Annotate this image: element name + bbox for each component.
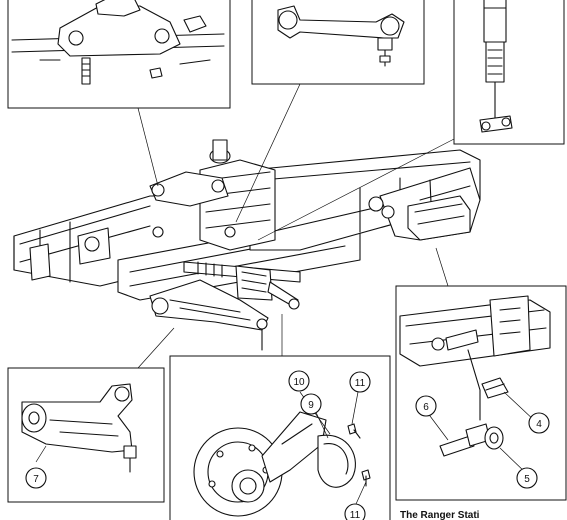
callout-11-top: 11 — [349, 371, 371, 393]
frame-assembly — [13, 139, 481, 351]
callout-11-bottom: 11 — [344, 503, 366, 520]
callout-4: 4 — [528, 412, 550, 434]
callout-9: 9 — [300, 393, 322, 415]
callout-6-label: 6 — [423, 402, 429, 413]
callout-11-bottom-label: 11 — [350, 510, 361, 520]
callout-10: 10 — [288, 370, 310, 392]
callout-4-label: 4 — [536, 419, 542, 430]
callout-10-label: 10 — [293, 377, 305, 388]
callout-6: 6 — [415, 395, 437, 417]
leader-lines — [137, 83, 457, 369]
callout-9-label: 9 — [308, 400, 314, 411]
callout-7-label: 7 — [33, 474, 39, 485]
callout-7: 7 — [25, 467, 47, 489]
callout-5-label: 5 — [524, 474, 530, 485]
inset-upper-control-arm — [251, 0, 425, 85]
inset-shock-absorber — [453, 0, 565, 145]
diagram-caption: The Ranger Stati — [400, 510, 480, 520]
inset-upper-arm-frame — [7, 0, 231, 109]
callout-11-top-label: 11 — [355, 378, 366, 389]
callout-5: 5 — [516, 467, 538, 489]
inset-stabilizer-bar — [395, 285, 567, 501]
